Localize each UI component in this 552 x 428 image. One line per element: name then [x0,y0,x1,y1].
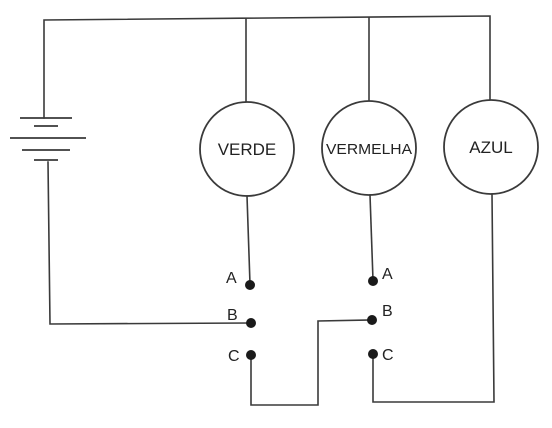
vermelha-to-right-a-wire [369,194,374,281]
left-terminal-b-dot [246,318,256,328]
lamp-azul: AZUL [443,99,539,195]
left-terminal-a-dot [245,280,255,290]
battery-to-left-b-wire [47,161,251,325]
right-terminal-c-dot [368,349,378,359]
right-terminal-b-label: B [382,303,393,320]
lamp-vermelha-circle [321,100,417,196]
lamp-azul-label: AZUL [469,138,512,157]
lamp-vermelha: VERMELHA [321,100,417,196]
left-terminal-b-label: B [227,307,238,324]
left-terminal-a-label: A [226,270,237,287]
verde-to-left-a-wire [246,195,251,285]
right-terminal-b-dot [367,315,377,325]
left-switch: A B C [226,270,256,365]
battery [10,117,86,161]
lamp-verde-label: VERDE [218,140,277,159]
lamp-vermelha-label: VERMELHA [326,141,412,158]
lamp-azul-circle [443,99,539,195]
right-terminal-a-label: A [382,266,393,283]
left-terminal-c-label: C [228,348,240,365]
right-terminal-c-label: C [382,347,394,364]
left-c-to-right-b-wire [250,319,373,406]
top-wire [43,15,491,119]
lamp-verde: VERDE [199,101,295,197]
right-switch: A B C [367,266,394,364]
right-terminal-a-dot [368,276,378,286]
left-terminal-c-dot [246,350,256,360]
azul-to-right-c-wire [372,193,495,403]
